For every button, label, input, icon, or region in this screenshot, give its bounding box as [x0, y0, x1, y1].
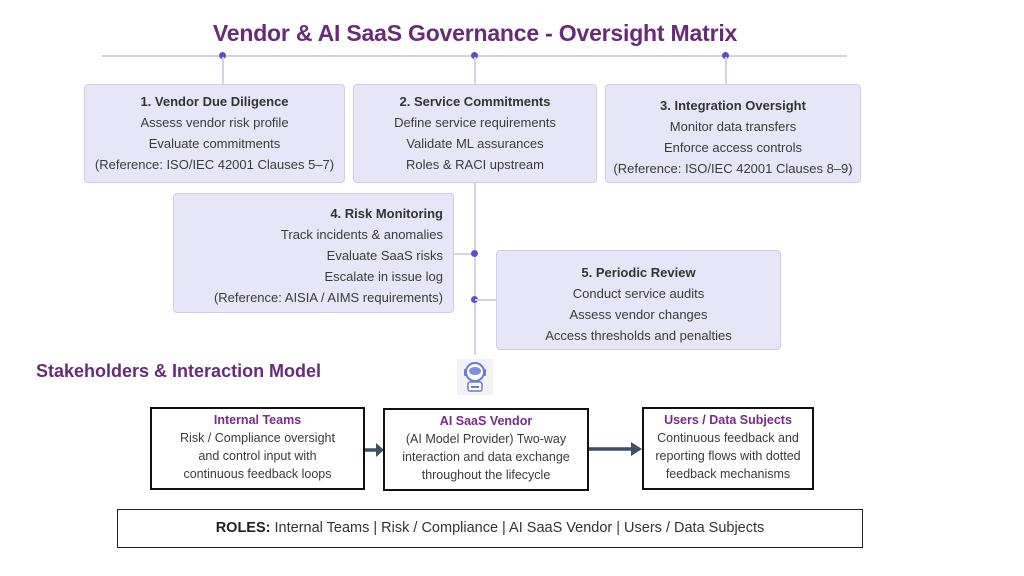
- roles-list: Internal Teams | Risk / Compliance | AI …: [270, 520, 765, 536]
- card-periodic-review: 5. Periodic Review Conduct service audit…: [496, 250, 781, 350]
- card-line: Evaluate SaaS risks: [326, 248, 443, 263]
- stakeholder-users-data-subjects: Users / Data Subjects Continuous feedbac…: [642, 407, 814, 490]
- card-title: 1. Vendor Due Diligence: [140, 94, 289, 109]
- stakeholder-line: Risk / Compliance oversight: [180, 431, 335, 445]
- connector-dot: [471, 250, 478, 257]
- card-line: (Reference: AISIA / AIMS requirements): [213, 290, 443, 305]
- card-line: Assess vendor risk profile: [140, 115, 289, 130]
- stakeholder-title: Users / Data Subjects: [664, 413, 792, 427]
- stakeholder-line: Continuous feedback and: [657, 431, 799, 445]
- card-line: Assess vendor changes: [569, 307, 708, 322]
- stakeholder-ai-saas-vendor: AI SaaS Vendor (AI Model Provider) Two-w…: [383, 408, 589, 491]
- page-title: Vendor & AI SaaS Governance - Oversight …: [212, 20, 738, 46]
- card-line: Roles & RACI upstream: [406, 157, 544, 172]
- connector-line: [454, 253, 474, 255]
- card-line: Validate ML assurances: [406, 136, 544, 151]
- stakeholder-line: interaction and data exchange: [402, 450, 570, 464]
- card-line: Escalate in issue log: [324, 269, 443, 284]
- robot-assistant-icon: [457, 359, 493, 395]
- stakeholder-line: (AI Model Provider) Two-way: [405, 432, 567, 446]
- stakeholder-line: reporting flows with dotted: [655, 449, 801, 463]
- card-line: Define service requirements: [394, 115, 556, 130]
- card-risk-monitoring: 4. Risk Monitoring Track incidents & ano…: [173, 193, 454, 313]
- arrow-icon: [365, 443, 384, 457]
- stakeholder-internal-teams: Internal Teams Risk / Compliance oversig…: [150, 407, 365, 490]
- stakeholder-line: and control input with: [198, 449, 317, 463]
- connector-dot: [471, 52, 478, 59]
- card-line: Track incidents & anomalies: [280, 227, 443, 242]
- card-service-commitments: 2. Service Commitments Define service re…: [353, 84, 597, 183]
- stakeholder-title: AI SaaS Vendor: [439, 414, 533, 428]
- card-title: 4. Risk Monitoring: [330, 206, 443, 221]
- card-line: (Reference: ISO/IEC 42001 Clauses 5–7): [94, 157, 335, 172]
- connector-dot: [219, 52, 226, 59]
- card-vendor-due-diligence: 1. Vendor Due Diligence Assess vendor ri…: [84, 84, 345, 183]
- card-integration-oversight: 3. Integration Oversight Monitor data tr…: [605, 84, 861, 183]
- central-spine-line: [474, 183, 476, 355]
- card-line: Enforce access controls: [663, 140, 802, 155]
- stakeholder-line: continuous feedback loops: [183, 467, 332, 481]
- connector-line: [475, 299, 497, 301]
- stakeholder-title: Internal Teams: [213, 413, 302, 427]
- card-title: 2. Service Commitments: [399, 94, 551, 109]
- card-line: Access thresholds and penalties: [545, 328, 732, 343]
- arrow-icon: [589, 442, 642, 456]
- connector-dot: [722, 52, 729, 59]
- connector-line: [725, 57, 727, 85]
- card-title: 5. Periodic Review: [581, 265, 696, 280]
- roles-label: ROLES:: [215, 520, 271, 536]
- card-line: Evaluate commitments: [148, 136, 281, 151]
- card-title: 3. Integration Oversight: [660, 98, 806, 113]
- roles-bar: ROLES: Internal Teams | Risk / Complianc…: [117, 509, 863, 548]
- card-line: Conduct service audits: [572, 286, 705, 301]
- card-line: Monitor data transfers: [669, 119, 797, 134]
- stakeholder-line: throughout the lifecycle: [421, 468, 551, 482]
- connector-dot: [471, 296, 478, 303]
- card-line: (Reference: ISO/IEC 42001 Clauses 8–9): [613, 161, 853, 176]
- connector-line: [474, 57, 476, 85]
- stakeholder-line: feedback mechanisms: [665, 467, 791, 481]
- connector-line: [222, 57, 224, 85]
- section-title-stakeholders: Stakeholders & Interaction Model: [36, 361, 322, 381]
